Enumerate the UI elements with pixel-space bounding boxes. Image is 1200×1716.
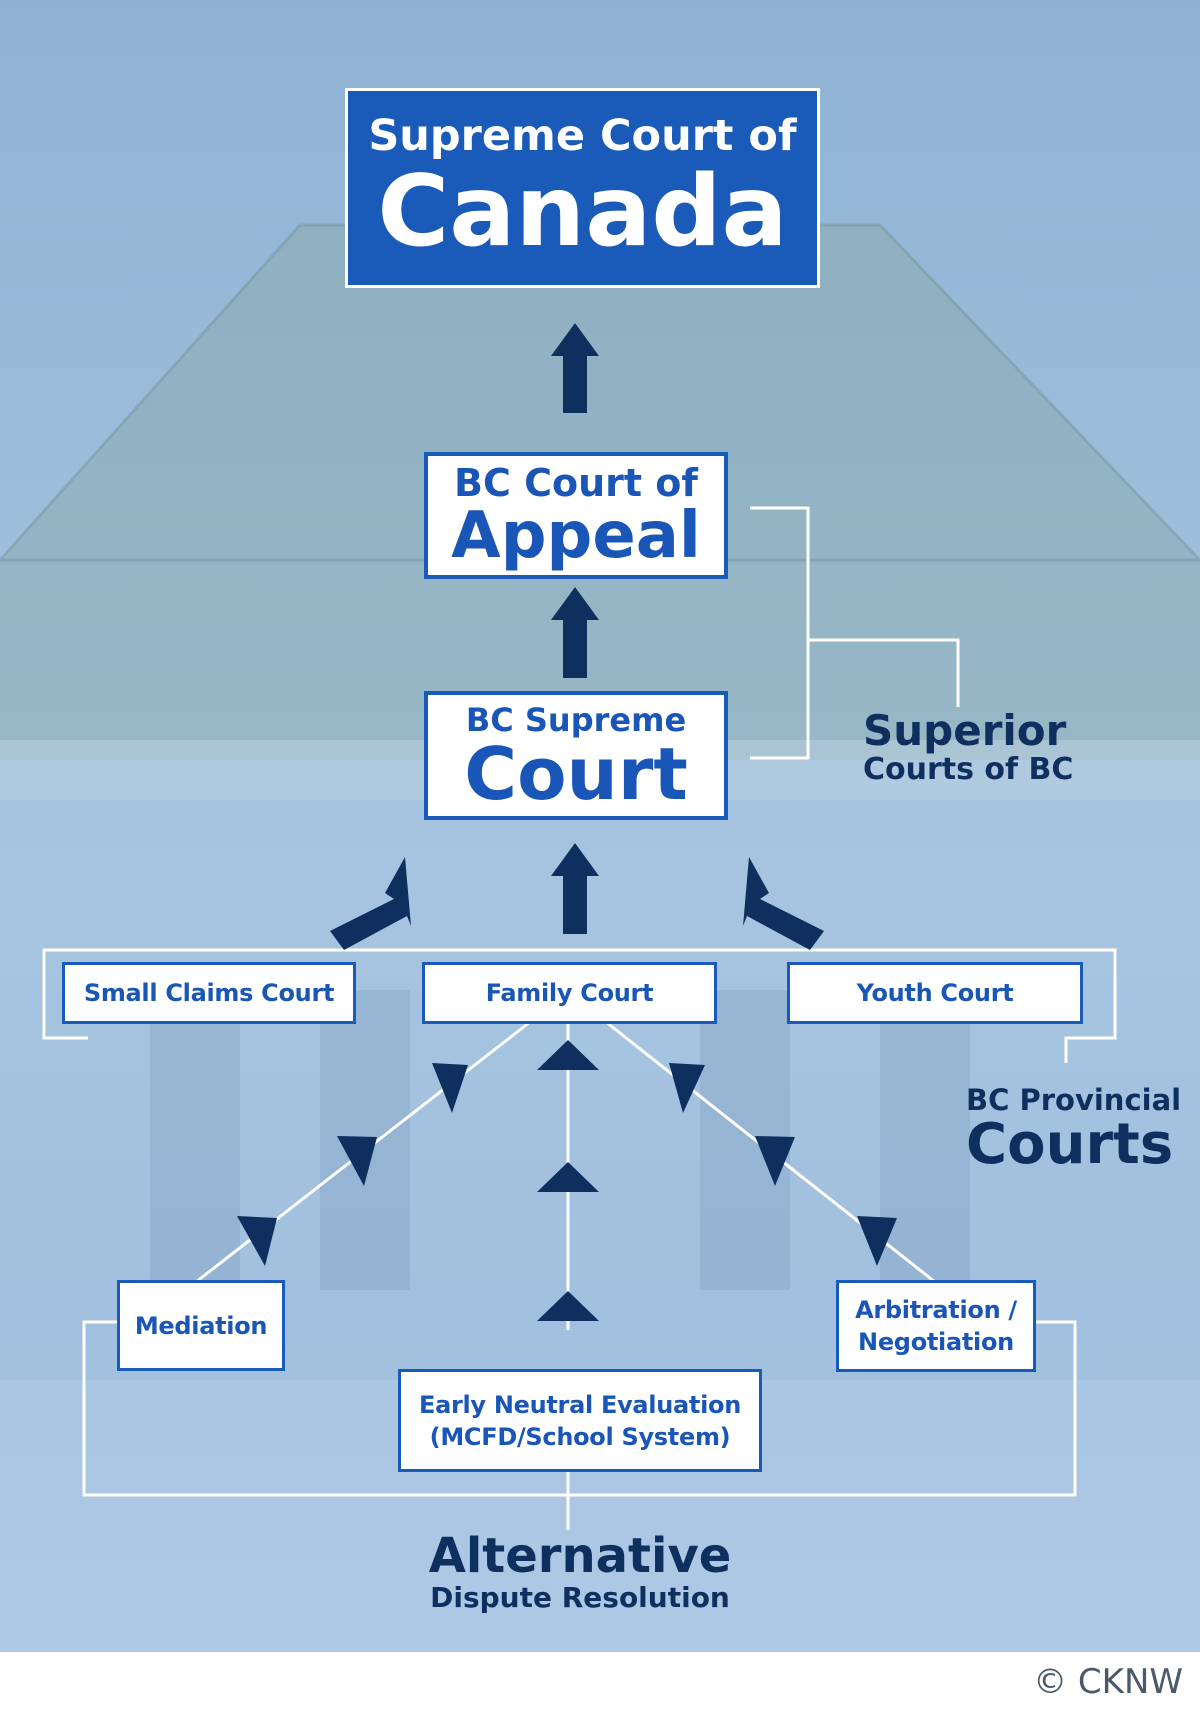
arbitration-line2: Negotiation <box>858 1328 1014 1356</box>
adr-label-line1: Alternative <box>428 1528 732 1584</box>
arrowhead-right-3 <box>857 1216 897 1266</box>
early-neutral-line1: Early Neutral Evaluation <box>418 1390 741 1419</box>
arbitration-line1: Arbitration / <box>855 1296 1017 1324</box>
provincial-label-line2: Courts <box>966 1112 1174 1177</box>
arrowhead-up-2 <box>537 1162 599 1192</box>
family-court-label: Family Court <box>485 979 654 1007</box>
adr-bracket <box>82 1320 1077 1497</box>
mediation-box: Mediation <box>117 1280 285 1371</box>
bc-supreme-court-box: BC Supreme Court <box>424 691 728 820</box>
connector-layer <box>42 323 1117 1530</box>
arrow-up-from-youth-court <box>743 857 824 950</box>
arrowhead-left-3 <box>237 1216 277 1266</box>
early-neutral-evaluation-box: Early Neutral Evaluation (MCFD/School Sy… <box>398 1369 762 1472</box>
arrowhead-left-1 <box>432 1063 468 1113</box>
provincial-bracket <box>42 948 1117 1063</box>
arrow-up-from-family-court <box>551 843 599 934</box>
supreme-court-canada-line1: Supreme Court of <box>368 111 797 161</box>
arrowhead-right-2 <box>755 1136 795 1186</box>
arrow-up-to-court-of-appeal <box>551 587 599 678</box>
provincial-label-line1: BC Provincial <box>966 1083 1182 1117</box>
small-claims-court-label: Small Claims Court <box>83 979 335 1007</box>
bc-supreme-court-line2: Court <box>464 731 688 816</box>
supreme-court-canada-box: Supreme Court of Canada <box>345 88 820 288</box>
arrowhead-left-2 <box>337 1136 377 1186</box>
superior-label-line2: Courts of BC <box>863 752 1074 787</box>
arbitration-negotiation-box: Arbitration / Negotiation <box>836 1280 1036 1372</box>
arrow-up-to-supreme-court-canada <box>551 323 599 413</box>
arrowhead-right-1 <box>669 1063 705 1113</box>
arrow-up-from-small-claims <box>330 857 411 950</box>
youth-court-box: Youth Court <box>787 962 1083 1024</box>
mediation-label: Mediation <box>134 1311 268 1340</box>
infographic-canvas: Supreme Court of Canada BC Court of Appe… <box>0 0 1200 1652</box>
youth-court-label: Youth Court <box>856 979 1014 1007</box>
bc-supreme-court-line1: BC Supreme <box>465 700 687 739</box>
arrowhead-up-1 <box>537 1040 599 1070</box>
superior-label-connector <box>808 638 960 707</box>
bc-court-of-appeal-line2: Appeal <box>451 498 701 573</box>
family-court-box: Family Court <box>422 962 717 1024</box>
early-neutral-line2: (MCFD/School System) <box>429 1422 731 1451</box>
adr-label-line2: Dispute Resolution <box>430 1581 730 1614</box>
supreme-court-canada-line2: Canada <box>377 155 788 269</box>
copyright-credit: © CKNW <box>1033 1662 1183 1702</box>
bc-court-of-appeal-box: BC Court of Appeal <box>424 452 728 579</box>
adr-label: Alternative Dispute Resolution <box>380 1530 780 1614</box>
bc-court-of-appeal-line1: BC Court of <box>454 460 698 505</box>
superior-bracket <box>750 506 810 760</box>
bc-provincial-courts-label: BC Provincial Courts <box>966 1085 1181 1175</box>
superior-label-line1: Superior <box>863 706 1067 755</box>
small-claims-court-box: Small Claims Court <box>62 962 356 1024</box>
arrowhead-up-3 <box>537 1291 599 1321</box>
footer: © CKNW <box>0 1652 1200 1716</box>
superior-courts-label: Superior Courts of BC <box>863 708 1073 786</box>
